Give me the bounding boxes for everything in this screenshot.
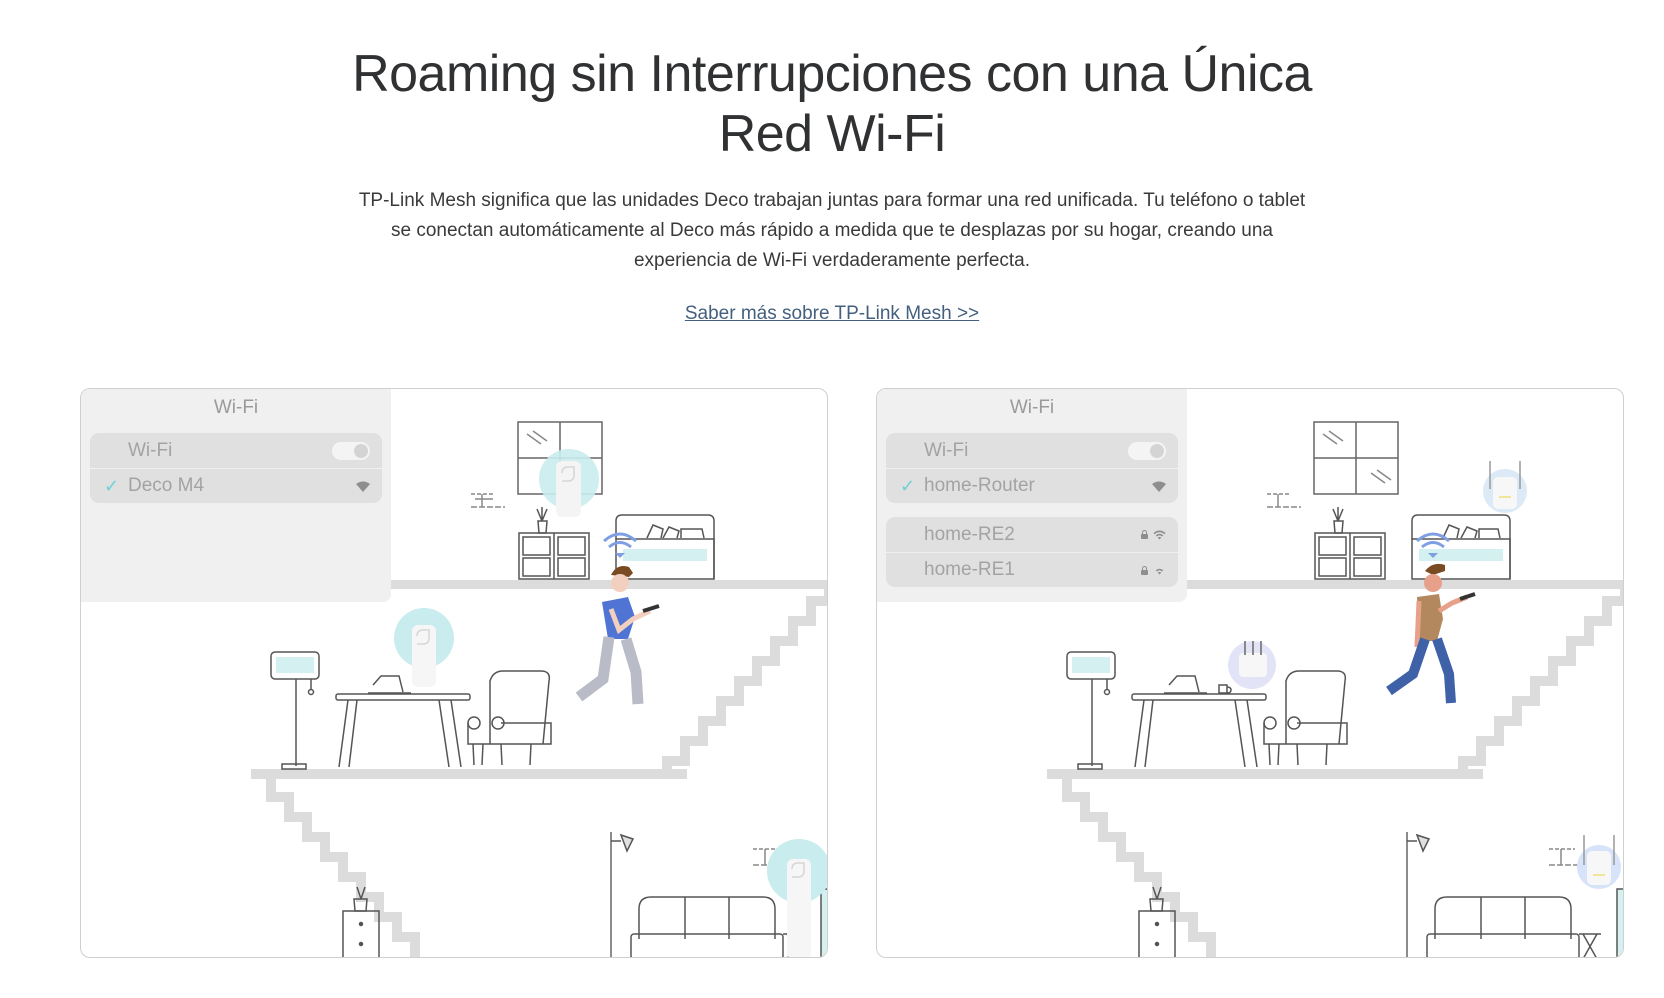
check-icon: ✓ <box>104 475 120 496</box>
description: TP-Link Mesh significa que las unidades … <box>358 190 1306 271</box>
wifi-toggle-label: Wi-Fi <box>924 439 969 461</box>
wifi-toggle-row[interactable]: Wi-Fi <box>886 433 1178 468</box>
deco-mesh-illustration-card: Wi-Fi Wi-Fi ✓ Deco M4 <box>80 388 828 958</box>
wifi-panel-title: Wi-Fi <box>1009 397 1055 418</box>
wifi-network-group: Wi-Fi ✓ Deco M4 <box>90 433 382 503</box>
traditional-router-illustration-card: Wi-Fi Wi-Fi ✓ home-Router home-RE2 <box>876 388 1624 958</box>
network-row-deco-m4[interactable]: ✓ Deco M4 <box>90 468 382 503</box>
wifi-settings-panel: Wi-Fi Wi-Fi ✓ home-Router home-RE2 <box>877 389 1187 602</box>
wifi-toggle-label: Wi-Fi <box>128 439 173 461</box>
learn-more-link[interactable]: Saber más sobre TP-Link Mesh >> <box>684 303 980 324</box>
wifi-network-group: Wi-Fi ✓ home-Router <box>886 433 1178 503</box>
wifi-signal-full-icon <box>1152 481 1166 492</box>
page-title-line-1: Roaming sin Interrupciones con una Única <box>352 45 1312 103</box>
lock-icon <box>1141 565 1148 575</box>
network-name: home-RE2 <box>924 523 1015 545</box>
wifi-toggle-switch[interactable] <box>332 441 370 460</box>
network-name: home-Router <box>924 475 1035 496</box>
wifi-toggle-row[interactable]: Wi-Fi <box>90 433 382 468</box>
network-name: Deco M4 <box>128 475 205 496</box>
check-icon: ✓ <box>900 475 916 496</box>
wifi-settings-panel: Wi-Fi Wi-Fi ✓ Deco M4 <box>81 389 391 602</box>
wifi-signal-full-icon <box>1153 530 1166 540</box>
page-title: Roaming sin Interrupciones con una Única… <box>0 44 1664 164</box>
house-illustration <box>1047 421 1623 957</box>
network-name: home-RE1 <box>924 559 1015 580</box>
wifi-panel-title: Wi-Fi <box>213 397 259 418</box>
wifi-signal-low-icon <box>1155 568 1164 575</box>
house-illustration <box>251 421 827 957</box>
page-title-line-2: Red Wi-Fi <box>718 105 946 163</box>
wifi-toggle-switch[interactable] <box>1128 441 1166 460</box>
network-row-home-re2[interactable]: home-RE2 <box>886 517 1178 552</box>
network-row-home-re1[interactable]: home-RE1 <box>886 552 1178 587</box>
wifi-signal-full-icon <box>356 481 370 492</box>
network-row-home-router[interactable]: ✓ home-Router <box>886 468 1178 503</box>
lock-icon <box>1141 530 1148 539</box>
other-networks-group: home-RE2 home-RE1 <box>886 517 1178 587</box>
